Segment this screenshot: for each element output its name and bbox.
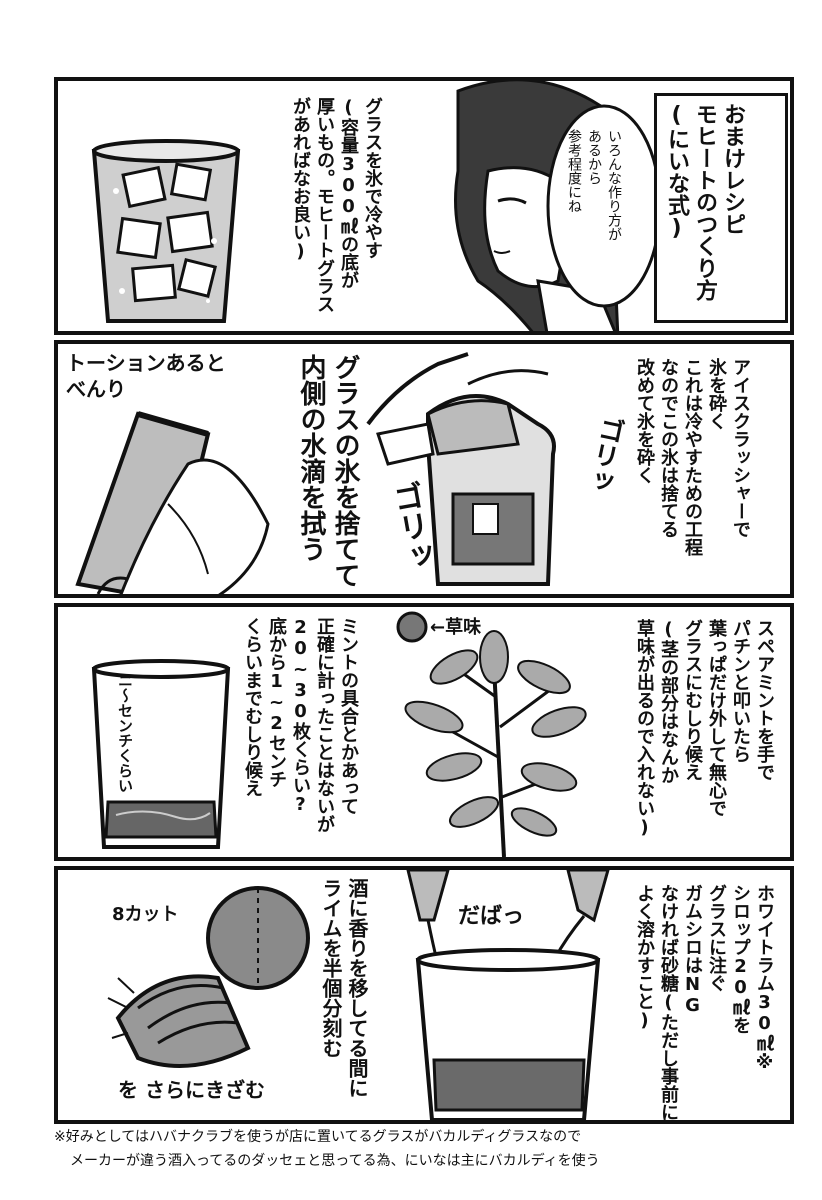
panel-4: 8カット を さらにきざむ 酒に香りを移してる間に ライムを半個分刻む だばっ … [54, 866, 794, 1124]
speech-text: いろんな作り方が あるから 参考程度にね [566, 129, 622, 241]
footnote: ※好みとしてはハバナクラブを使うが店に置いてるグラスがバカルディグラスなので メ… [54, 1125, 794, 1173]
pouring-glass-illustration [406, 870, 610, 1120]
glass-with-mint-illustration [91, 659, 231, 849]
panel1-narration: グラスを氷で冷やす (容量300㎖の底が 厚いもの。モヒートグラス があればなお… [290, 97, 383, 313]
panel-2: トーションあると べんり グラスの氷を捨てて 内側の水滴を拭う ゴリッ ゴリッ … [54, 340, 794, 598]
panel3-narration-right: スペアミントを手で パチンと叩いたら 葉っぱだけ外して無心で グラスにむしり候え… [634, 619, 775, 838]
recipe-title: おまけレシピ モヒートのつくり方 (にいな式) [664, 103, 745, 301]
ice-crusher-illustration [366, 352, 556, 586]
panel-1: グラスを氷で冷やす (容量300㎖の底が 厚いもの。モヒートグラス があればなお… [54, 77, 794, 335]
lime-illustration [107, 886, 310, 1068]
iced-glass-illustration [91, 139, 241, 323]
towel-note-line1: トーションあると べんり [66, 351, 226, 401]
panel-3: ニ〜センチくらい ミントの具合とかあって 正確に計ったことはないが 20~30枚… [54, 603, 794, 861]
footnote-line-1: ※好みとしてはハバナクラブを使うが店に置いてるグラスがバカルディグラスなので [54, 1129, 582, 1145]
glass-wiping-illustration [75, 411, 270, 594]
panel3-narration-mid: ミントの具合とかあって 正確に計ったことはないが 20~30枚くらい? 底から1… [242, 617, 359, 833]
footnote-line-2: メーカーが違う酒入ってるのダッセェと思ってる為、にいなは主にバカルディを使う [70, 1153, 600, 1169]
eight-cut-label: 8カット [112, 904, 179, 925]
panel4-narration-right: ホワイトラム30㎖※ シロップ20㎖を グラスに注ぐ ガムシロはNG なければ砂… [634, 884, 775, 1121]
glass-height-note: ニ〜センチくらい [116, 673, 134, 793]
title-box [654, 93, 788, 323]
chop-further-label: を さらにきざむ [118, 1078, 265, 1102]
panel2-narration-mid: グラスの氷を捨てて 内側の水滴を拭う [296, 354, 360, 588]
sfx-gori-1: ゴリッ [581, 413, 627, 497]
grassy-taste-label: ←草味 [430, 617, 482, 638]
mint-sprig-illustration [396, 611, 587, 857]
sfx-daba: だばっ [458, 904, 525, 929]
panel4-narration-mid: 酒に香りを移してる間に ライムを半個分刻む [319, 878, 369, 1098]
panel2-narration-right: アイスクラッシャーで 氷を砕く これは冷やすための工程 なのでこの氷は捨てる 改… [634, 358, 751, 556]
